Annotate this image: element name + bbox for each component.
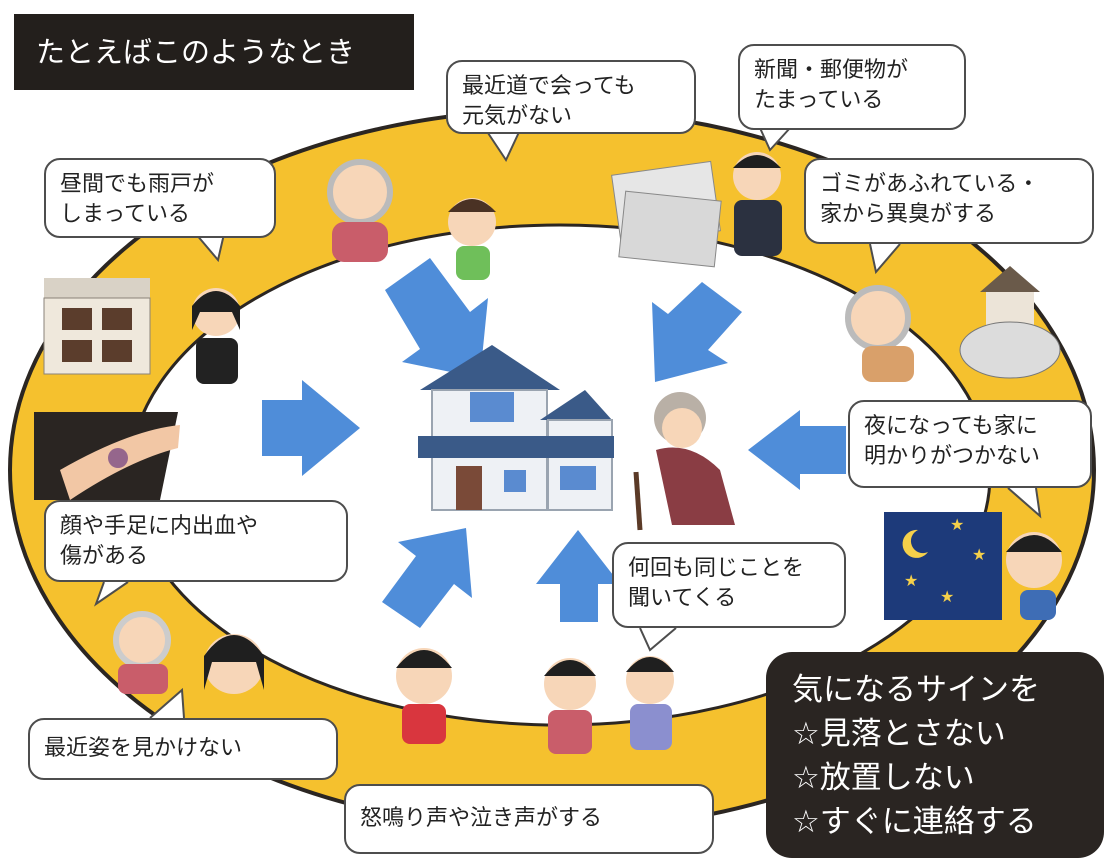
svg-text:★: ★ [950, 515, 964, 534]
arrow-icon [652, 282, 742, 382]
speech-bubble-mail: 新聞・郵便物が たまっている [738, 44, 966, 130]
summary-item: ☆放置しない [792, 760, 975, 796]
bubble-line: 何回も同じことを [628, 556, 805, 581]
speech-bubble-no-energy: 最近道で会っても 元気がない [446, 60, 696, 134]
arrows [262, 258, 846, 628]
person-icon [1006, 532, 1062, 620]
person-icon [396, 648, 452, 744]
page-title: たとえばこのようなとき [14, 14, 414, 90]
summary-heading: 気になるサインを [792, 672, 1040, 708]
arrow-icon [382, 528, 472, 628]
person-icon [113, 611, 171, 694]
bubble-line: 家から異臭がする [820, 202, 997, 227]
bubble-line: 新聞・郵便物が [754, 58, 909, 83]
bubble-line: 元気がない [462, 104, 573, 129]
arrow-icon [385, 258, 488, 378]
building-icon [43, 278, 151, 375]
person-icon [733, 152, 782, 256]
person-icon [845, 285, 914, 382]
people [113, 152, 1062, 754]
bubble-line: たまっている [754, 88, 884, 113]
summary-panel: 気になるサインを ☆見落とさない ☆放置しない ☆すぐに連絡する [766, 652, 1104, 858]
arrow-icon [262, 380, 360, 476]
bubble-line: しまっている [60, 202, 191, 227]
arrow-icon [536, 530, 620, 622]
summary-item: ☆すぐに連絡する [792, 804, 1037, 840]
person-icon [204, 634, 264, 694]
speech-bubble-shouting: 怒鳴り声や泣き声がする [344, 784, 714, 854]
svg-text:★: ★ [904, 571, 918, 590]
person-icon [544, 658, 596, 754]
speech-bubble-repeat: 何回も同じことを 聞いてくる [612, 542, 846, 628]
bubble-line: 夜になっても家に [864, 414, 1038, 439]
person-icon [192, 288, 240, 384]
bubble-line: 最近姿を見かけない [44, 736, 243, 761]
bruised-arm-icon [34, 412, 180, 500]
person-icon [448, 198, 496, 280]
summary-item: ☆見落とさない [792, 716, 1006, 752]
garbage-house-icon [959, 266, 1061, 379]
bubble-line: 傷がある [60, 544, 149, 569]
svg-text:★: ★ [940, 587, 954, 606]
person-icon [327, 159, 393, 262]
bubble-line: 昼間でも雨戸が [60, 172, 215, 197]
speech-bubble-bruises: 顔や手足に内出血や 傷がある [44, 500, 348, 582]
elderly-woman-icon [633, 392, 735, 531]
speech-bubble-garbage: ゴミがあふれている・ 家から異臭がする [804, 158, 1094, 244]
newspaper-icon [611, 160, 722, 268]
person-icon [626, 656, 674, 750]
house-icon [418, 345, 614, 511]
arrow-icon [748, 410, 846, 490]
bubble-line: 最近道で会っても [462, 74, 636, 99]
speech-bubble-not-seen: 最近姿を見かけない [28, 718, 338, 780]
bubble-line: 聞いてくる [628, 586, 737, 611]
bubble-line: 怒鳴り声や泣き声がする [360, 806, 603, 831]
svg-text:★: ★ [972, 545, 986, 564]
speech-bubble-no-lights: 夜になっても家に 明かりがつかない [848, 400, 1092, 488]
speech-bubble-shutters: 昼間でも雨戸が しまっている [44, 158, 276, 238]
bubble-line: 明かりがつかない [864, 444, 1041, 469]
bubble-line: 顔や手足に内出血や [60, 514, 259, 539]
bubble-line: ゴミがあふれている・ [820, 172, 1040, 197]
bubble-tails [93, 127, 1042, 719]
night-window-icon: ★ ★ ★ ★ [884, 512, 1002, 620]
